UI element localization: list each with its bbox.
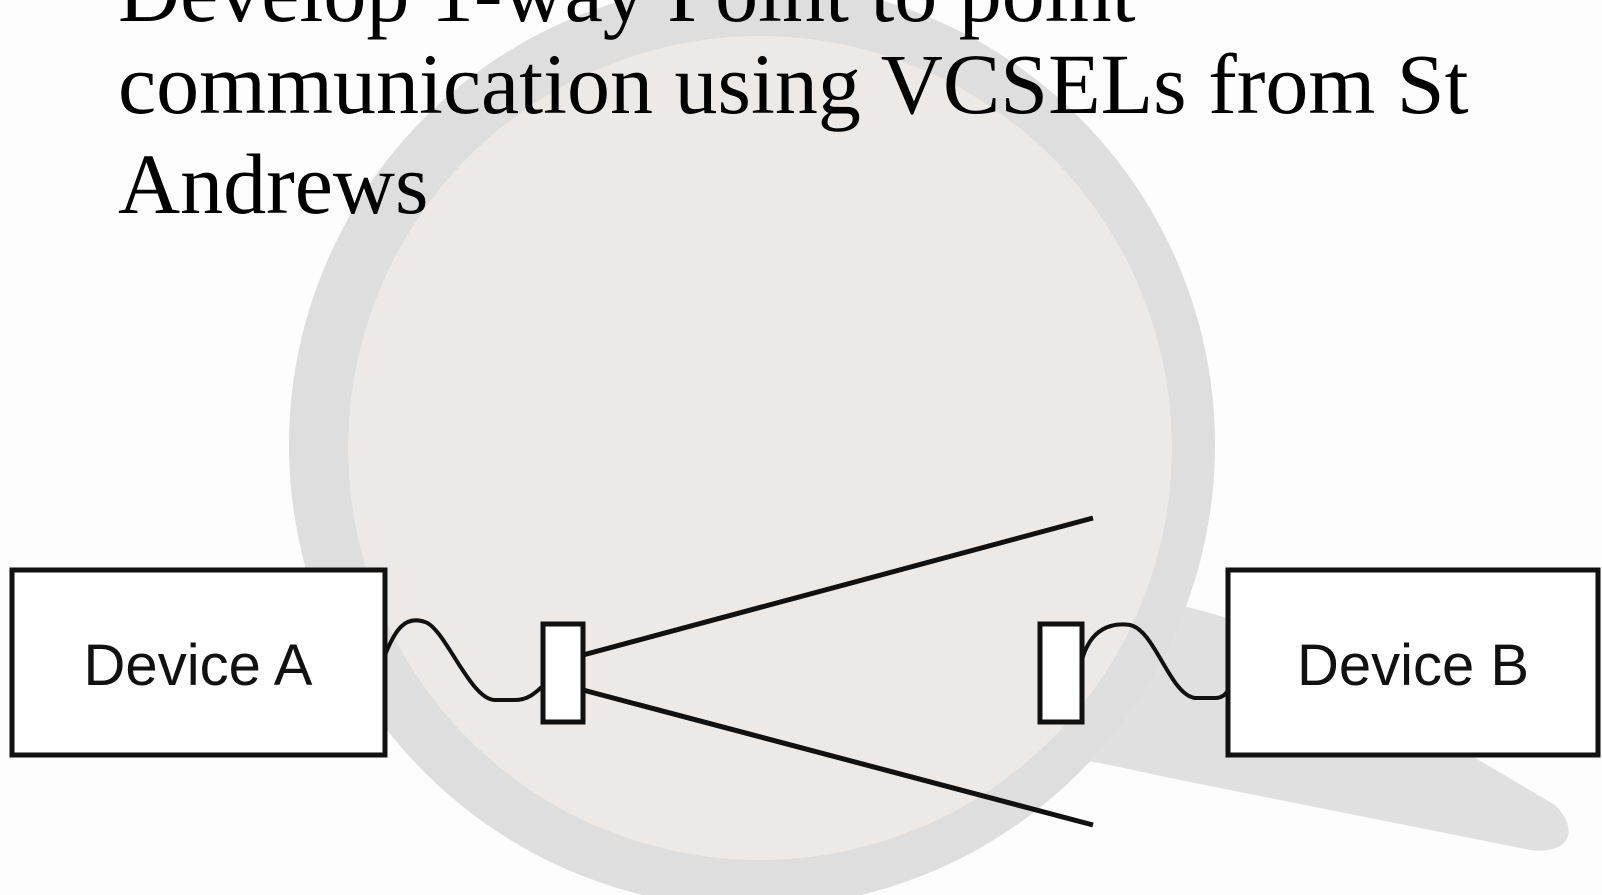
beam-lower-edge — [582, 687, 1094, 828]
device-b-cable — [1080, 622, 1230, 700]
device-a-cable — [383, 618, 547, 702]
slide-title-line-2: communication using VCSELs from St — [118, 36, 1469, 132]
receiver — [1037, 621, 1085, 725]
device-b-label: Device B — [1297, 633, 1529, 698]
device-b-box — [1225, 567, 1601, 758]
device-a-box — [9, 567, 388, 758]
device-a-label: Device A — [84, 633, 313, 698]
slide-title-line-1: Develop 1-way Point to point — [118, 0, 1538, 42]
slide-title-line-3: Andrews — [118, 136, 429, 232]
vcsel-transmitter — [540, 621, 586, 725]
beam-upper-edge — [582, 515, 1094, 658]
device-a: Device A — [9, 567, 388, 758]
device-b: Device B — [1225, 567, 1601, 758]
